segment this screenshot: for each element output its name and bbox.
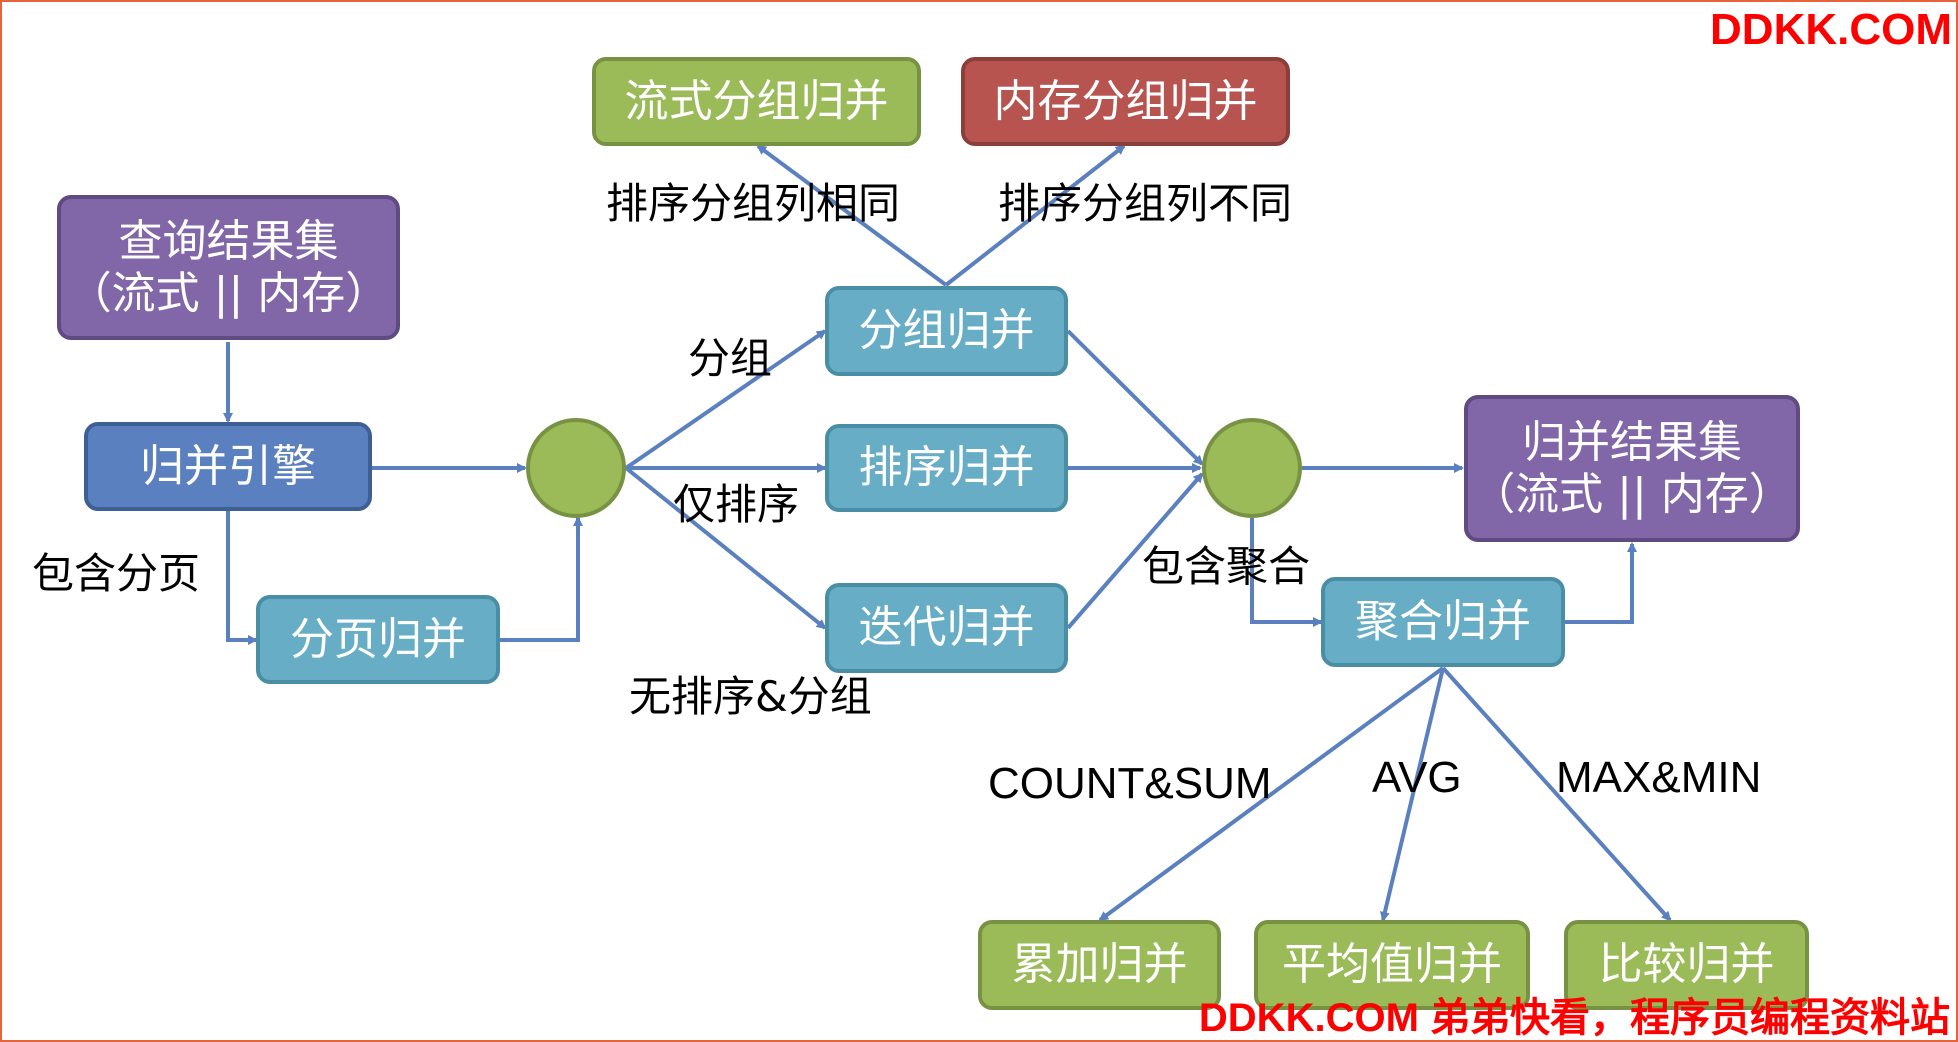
memory-group-merge-label: 内存分组归并 [993,75,1258,127]
merge-engine-label: 归并引擎 [140,440,316,492]
stream-group-merge-label: 流式分组归并 [624,75,889,127]
stream-group-merge-node: 流式分组归并 [592,57,921,146]
agg-merge-node: 聚合归并 [1321,577,1565,667]
sum-merge-node: 累加归并 [978,920,1221,1010]
iter-merge-node: 迭代归并 [825,583,1068,673]
label-avg: AVG [1372,753,1462,802]
arrow-iter-to-circle2 [1066,472,1204,630]
cmp-merge-label: 比较归并 [1598,939,1775,991]
avg-merge-label: 平均值归并 [1282,939,1502,991]
query-result-line2: （流式 || 内存） [67,267,390,319]
label-paging: 包含分页 [32,549,201,598]
watermark-bottom: DDKK.COM 弟弟快看，程序员编程资料站 [1198,996,1950,1040]
label-max-min: MAX&MIN [1556,753,1762,802]
arrow-agg-to-cmp [1441,666,1672,922]
arrow-circle2-to-agg [1250,518,1323,627]
sum-merge-label: 累加归并 [1011,939,1188,991]
arrow-agg-to-sum [1098,666,1445,922]
sort-merge-node: 排序归并 [825,424,1068,512]
arrow-agg-to-result [1565,542,1637,624]
query-result-line1: 查询结果集 [118,215,339,267]
label-count-sum: COUNT&SUM [988,759,1272,808]
merge-engine-node: 归并引擎 [84,422,372,511]
arrow-agg-to-avg [1379,667,1445,922]
label-diff-cols: 排序分组列不同 [998,179,1293,228]
result-set-node: 归并结果集 （流式 || 内存） [1464,395,1800,542]
group-merge-node: 分组归并 [825,286,1068,376]
paging-merge-node: 分页归并 [256,595,500,684]
agg-merge-label: 聚合归并 [1355,596,1531,648]
query-result-node: 查询结果集 （流式 || 内存） [57,195,400,340]
label-no-sort-group: 无排序&分组 [629,672,872,721]
arrow-circle-to-iter [624,466,827,630]
iter-merge-label: 迭代归并 [858,602,1035,654]
cmp-merge-node: 比较归并 [1564,920,1809,1010]
sort-merge-label: 排序归并 [858,442,1035,494]
result-set-line2: （流式 || 内存） [1471,468,1793,520]
avg-merge-node: 平均值归并 [1254,920,1530,1010]
arrow-group-to-circle2 [1066,329,1204,466]
label-same-cols: 排序分组列相同 [606,179,901,228]
label-has-agg: 包含聚合 [1142,542,1311,591]
arrow-group-to-stream [756,144,948,287]
label-grouping: 分组 [688,334,773,383]
memory-group-merge-node: 内存分组归并 [961,57,1290,146]
watermark-top: DDKK.COM [1710,5,1952,54]
arrow-paging-to-circle [500,516,583,642]
result-set-line1: 归并结果集 [1522,416,1742,468]
router-circle [526,418,626,518]
paging-merge-label: 分页归并 [290,613,466,665]
group-merge-label: 分组归并 [858,305,1035,357]
join-circle [1202,418,1302,518]
arrow-engine-to-paging [226,511,258,645]
arrow-group-to-memory [944,144,1126,287]
label-sort-only: 仅排序 [673,480,800,529]
arrow-circle-to-group [624,329,827,470]
